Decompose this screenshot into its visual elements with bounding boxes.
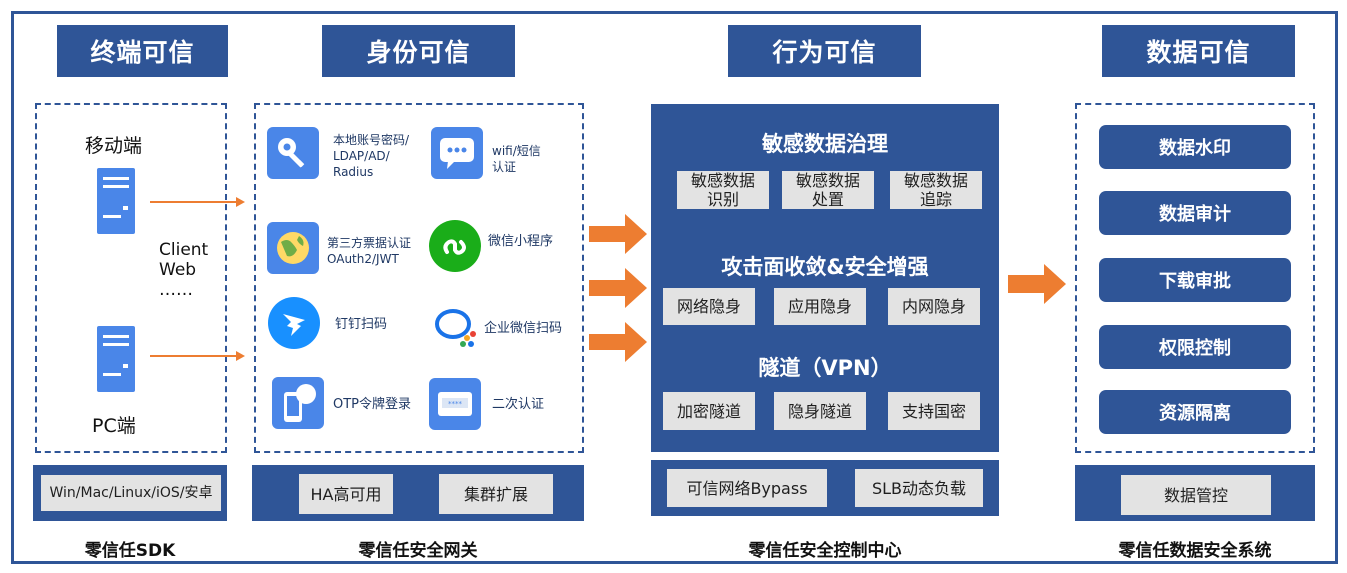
data-watermark-button[interactable]: 数据水印 [1099, 125, 1291, 169]
auth-wecom-label: 企业微信扫码 [484, 321, 563, 336]
footer-datasec: 零信任数据安全系统 [1118, 541, 1272, 561]
svg-text:****: **** [448, 400, 463, 408]
header-behavior: 行为可信 [728, 25, 921, 77]
server-icon [97, 168, 135, 234]
encrypted-tunnel: 加密隧道 [663, 392, 755, 430]
key-icon [267, 127, 319, 179]
dingtalk-icon [268, 297, 320, 349]
auth-otp-label: OTP令牌登录 [333, 397, 412, 412]
header-identity: 身份可信 [322, 25, 515, 77]
mobile-label: 移动端 [85, 135, 143, 157]
gateway-auth-box [254, 103, 584, 453]
sensitive-handle: 敏感数据 处置 [782, 171, 874, 209]
flow-arrow [1008, 264, 1066, 304]
download-approval-button[interactable]: 下载审批 [1099, 258, 1291, 302]
header-data: 数据可信 [1102, 25, 1295, 77]
message-icon [431, 127, 483, 179]
network-stealth: 网络隐身 [663, 288, 755, 325]
pc-label: PC端 [92, 415, 136, 437]
diagram-frame [11, 11, 1338, 564]
otp-phone-icon [272, 377, 324, 429]
sensitive-identify: 敏感数据 识别 [677, 171, 769, 209]
flow-arrows [589, 214, 647, 362]
national-crypto: 支持国密 [888, 392, 980, 430]
slb-button[interactable]: SLB动态负载 [855, 469, 983, 507]
wecom-icon [429, 300, 481, 352]
header-terminal: 终端可信 [57, 25, 228, 77]
footer-gateway: 零信任安全网关 [358, 541, 478, 561]
os-support-bar: Win/Mac/Linux/iOS/安卓 [41, 475, 221, 511]
attack-title: 攻击面收敛&安全增强 [721, 255, 929, 279]
auth-second-label: 二次认证 [492, 397, 545, 412]
tunnel-title: 隧道（VPN） [758, 356, 892, 380]
client-line: Web [159, 260, 197, 280]
auth-local-label: 本地账号密码/ LDAP/AD/ Radius [333, 133, 410, 179]
password-screen-icon: **** [429, 378, 481, 430]
auth-oauth-label: 第三方票据认证 OAuth2/JWT [327, 236, 412, 266]
client-lines: Client Web …… [159, 240, 208, 300]
data-audit-button[interactable]: 数据审计 [1099, 191, 1291, 235]
cluster-button[interactable]: 集群扩展 [439, 474, 553, 514]
intranet-stealth: 内网隐身 [888, 288, 980, 325]
footer-control: 零信任安全控制中心 [748, 541, 902, 561]
datasec-box [1075, 103, 1315, 453]
client-line: …… [159, 280, 193, 300]
app-stealth: 应用隐身 [774, 288, 866, 325]
ha-button[interactable]: HA高可用 [299, 474, 393, 514]
auth-miniprogram-label: 微信小程序 [488, 234, 554, 249]
data-manage-button[interactable]: 数据管控 [1121, 475, 1271, 515]
footer-sdk: 零信任SDK [84, 541, 176, 561]
globe-icon [267, 222, 319, 274]
miniprogram-icon [429, 220, 481, 272]
server-icon [97, 326, 135, 392]
stealth-tunnel: 隐身隧道 [774, 392, 866, 430]
terminal-box [35, 103, 227, 453]
bypass-button[interactable]: 可信网络Bypass [667, 469, 827, 507]
client-line: Client [159, 240, 209, 260]
connector-arrows [150, 197, 245, 361]
auth-dingtalk-label: 钉钉扫码 [335, 317, 388, 332]
resource-isolation-button[interactable]: 资源隔离 [1099, 390, 1291, 434]
auth-wifi-label: wifi/短信 认证 [492, 144, 541, 174]
permission-control-button[interactable]: 权限控制 [1099, 325, 1291, 369]
sensitive-title: 敏感数据治理 [762, 132, 888, 156]
sensitive-track: 敏感数据 追踪 [890, 171, 982, 209]
